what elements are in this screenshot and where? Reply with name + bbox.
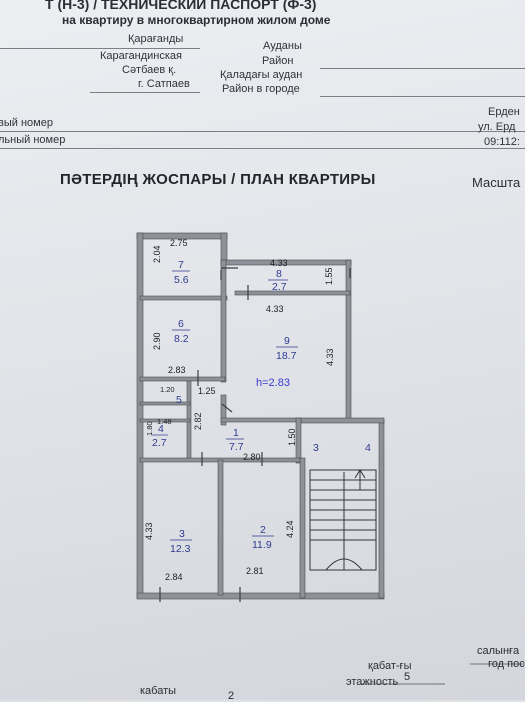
floors-value: 2 bbox=[228, 690, 235, 702]
floor-value: 5 bbox=[404, 671, 411, 683]
room-area: 2.7 bbox=[272, 281, 287, 293]
dim-label: 2.04 bbox=[152, 245, 162, 263]
field-line bbox=[0, 48, 200, 49]
inventory-number-label: льный номер bbox=[0, 134, 66, 146]
dim-label: 4.33 bbox=[270, 258, 288, 268]
street-ru: ул. Ерд bbox=[478, 121, 516, 133]
neighbor-label: 4 bbox=[365, 442, 371, 454]
city-district-ru: Район в городе bbox=[222, 83, 300, 95]
room-number: 5 bbox=[176, 394, 182, 406]
room-area: 12.3 bbox=[170, 543, 191, 555]
room-number: 2 bbox=[260, 524, 266, 536]
dim-label: 1.80 bbox=[145, 421, 154, 436]
floor-kz: қабат-ғы bbox=[368, 660, 412, 672]
room-number: 7 bbox=[178, 259, 184, 271]
ceiling-height: h=2.83 bbox=[256, 377, 290, 389]
field-line bbox=[0, 131, 525, 132]
dim-label: 4.33 bbox=[144, 522, 154, 540]
district-kz: Ауданы bbox=[263, 40, 302, 52]
room-area: 8.2 bbox=[174, 333, 189, 345]
district-ru: Район bbox=[262, 55, 294, 67]
dim-label: 4.24 bbox=[285, 520, 295, 538]
city-district-kz: Қаладағы аудан bbox=[220, 69, 303, 81]
field-line bbox=[320, 68, 525, 69]
document-title: Т (Н-3) / ТЕХНИЧЕСКИЙ ПАСПОРТ (Ф-3) bbox=[45, 0, 317, 12]
room-number: 9 bbox=[284, 335, 290, 347]
room-number: 1 bbox=[233, 427, 239, 439]
dim-label: 2.82 bbox=[193, 412, 203, 430]
cadastre-number-label: вый номер bbox=[0, 117, 53, 129]
plan-title: ПӘТЕРДІҢ ЖОСПАРЫ / ПЛАН КВАРТИРЫ bbox=[60, 171, 376, 188]
room-area: 2.7 bbox=[152, 437, 167, 449]
dimensions: 2.75 2.04 4.33 1.55 4.33 2.90 4.33 2.83 … bbox=[144, 238, 335, 582]
city-ru: г. Сатпаев bbox=[138, 78, 190, 90]
floors-kz: кабаты bbox=[140, 685, 177, 697]
room-number: 6 bbox=[178, 318, 184, 330]
dim-label: 2.80 bbox=[243, 452, 261, 462]
dim-label: 1.20 bbox=[160, 385, 175, 394]
room-area: 5.6 bbox=[174, 274, 189, 286]
document-subtitle: на квартиру в многоквартирном жилом доме bbox=[62, 13, 331, 27]
staircase bbox=[309, 469, 377, 571]
dim-label: 1.50 bbox=[287, 428, 297, 446]
scale-label: Масшта bbox=[472, 175, 521, 190]
dim-label: 2.84 bbox=[165, 572, 183, 582]
dim-label: 2.81 bbox=[246, 566, 264, 576]
door-marks bbox=[159, 267, 351, 602]
walls bbox=[136, 232, 385, 600]
dim-label: 2.75 bbox=[170, 238, 188, 248]
cadastral-code: 09:112: bbox=[484, 136, 520, 148]
dim-label: 4.33 bbox=[266, 304, 284, 314]
floor-ru: этажность bbox=[346, 676, 399, 688]
field-line bbox=[90, 92, 200, 93]
neighbor-label: 3 bbox=[313, 442, 319, 454]
room-area: 7.7 bbox=[229, 441, 244, 453]
dim-label: 4.33 bbox=[325, 348, 335, 366]
year-kz: салынға bbox=[477, 645, 520, 657]
room-number: 3 bbox=[179, 528, 185, 540]
region-kz: Қарағанды bbox=[128, 33, 184, 45]
year-ru: год пос bbox=[488, 658, 525, 670]
field-line bbox=[320, 96, 525, 97]
street-kz: Ерден bbox=[488, 106, 520, 118]
room-area: 18.7 bbox=[276, 350, 297, 362]
region-ru: Карагандинская bbox=[100, 50, 182, 62]
room-area: 11.9 bbox=[252, 539, 272, 551]
dim-label: 1.25 bbox=[198, 386, 216, 396]
dim-label: 1.55 bbox=[324, 267, 334, 285]
field-line bbox=[0, 148, 525, 149]
dim-label: 2.90 bbox=[152, 332, 162, 350]
dim-label: 1.48 bbox=[157, 417, 172, 426]
room-number: 4 bbox=[158, 423, 164, 435]
city-kz: Сәтбаев қ. bbox=[122, 64, 177, 76]
dim-label: 2.83 bbox=[168, 365, 186, 375]
room-number: 8 bbox=[276, 268, 282, 280]
rooms: 7 5.6 8 2.7 6 8.2 9 18.7 h=2.83 5 4 2.7 … bbox=[152, 259, 371, 555]
